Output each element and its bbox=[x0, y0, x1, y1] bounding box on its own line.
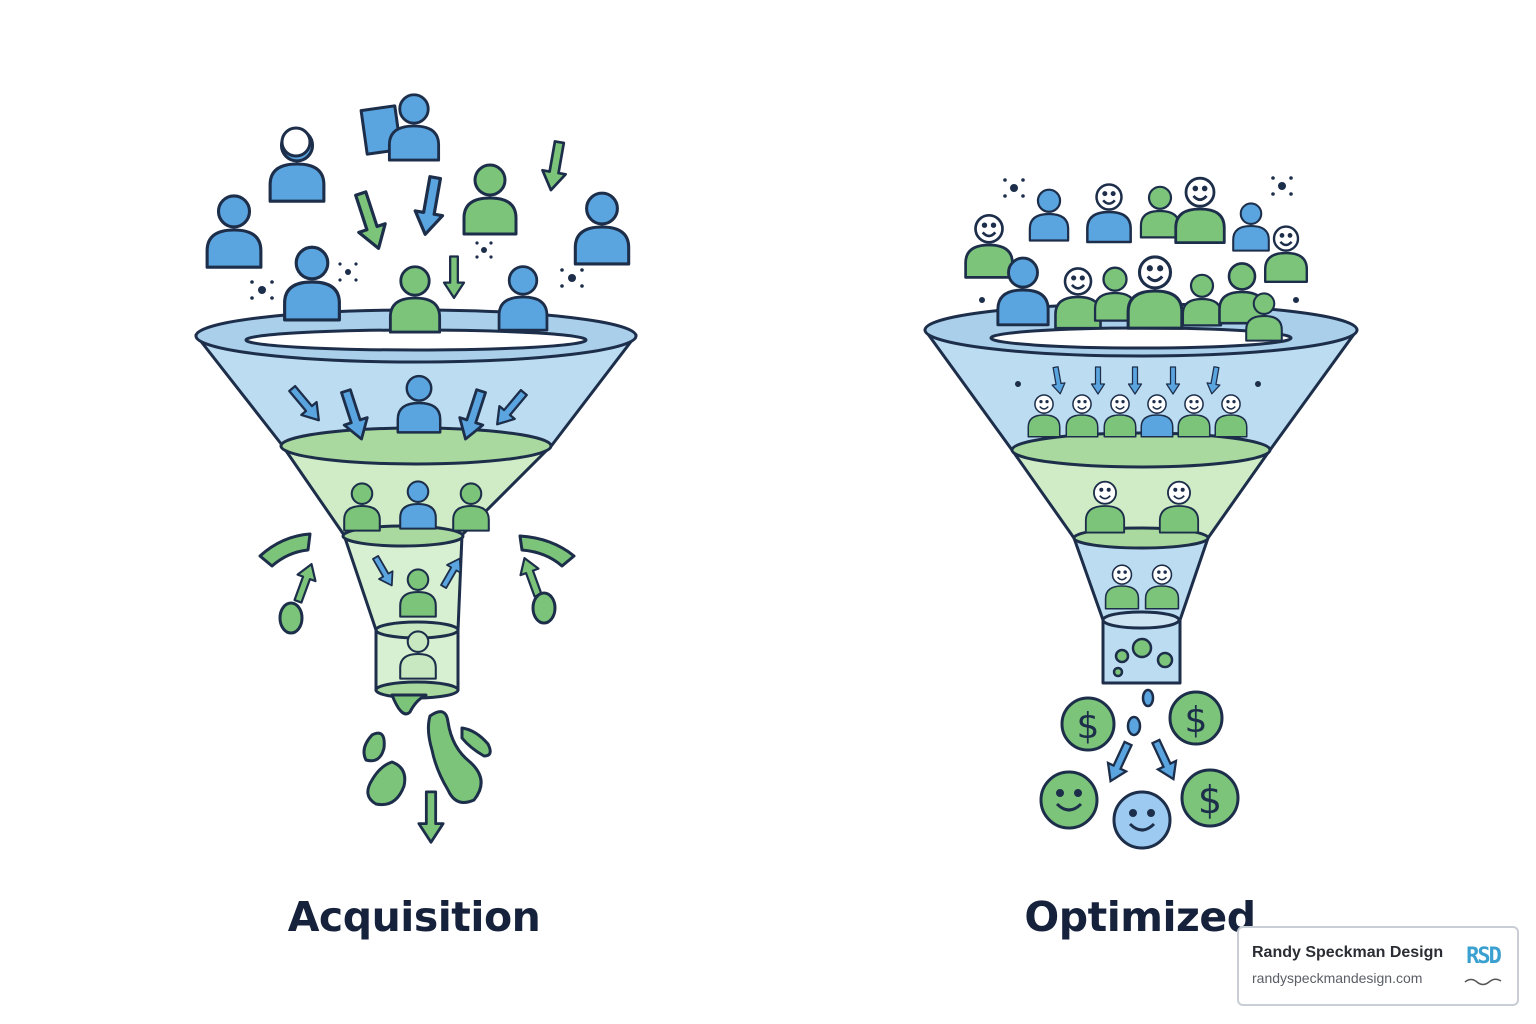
acquisition-caption: Acquisition bbox=[287, 893, 541, 941]
dollar-icon: $ bbox=[1180, 768, 1240, 828]
optimized-spout-drops bbox=[1112, 637, 1174, 737]
smiley-face-icon bbox=[1039, 770, 1099, 830]
acquisition-drips bbox=[362, 693, 492, 844]
acquisition-leak-arrows bbox=[258, 532, 576, 635]
acquisition-incoming-people bbox=[205, 93, 631, 334]
funnel-neck bbox=[1072, 536, 1210, 622]
svg-text:$: $ bbox=[1198, 778, 1222, 822]
brand-badge[interactable]: Randy Speckman Design randyspeckmandesig… bbox=[1237, 926, 1519, 1006]
optimized-caption: Optimized bbox=[1024, 893, 1256, 941]
acquisition-sparkles bbox=[250, 241, 584, 300]
brand-logo-ink bbox=[1464, 978, 1502, 986]
optimized-crowd bbox=[964, 176, 1309, 342]
dollar-icon: $ bbox=[1060, 696, 1116, 752]
optimized-funnel bbox=[923, 302, 1359, 685]
brand-logo-text: RSD bbox=[1466, 944, 1502, 969]
optimized-sparkles bbox=[979, 176, 1299, 387]
brand-logo: RSD bbox=[1461, 942, 1505, 988]
optimized-outcomes: $ $ $ bbox=[1039, 690, 1240, 850]
brand-url[interactable]: randyspeckmandesign.com bbox=[1252, 970, 1423, 986]
dollar-icon: $ bbox=[1168, 690, 1224, 746]
smiley-face-icon bbox=[1112, 790, 1172, 850]
svg-text:$: $ bbox=[1185, 700, 1208, 741]
brand-name: Randy Speckman Design bbox=[1252, 944, 1444, 961]
svg-text:$: $ bbox=[1077, 706, 1100, 747]
